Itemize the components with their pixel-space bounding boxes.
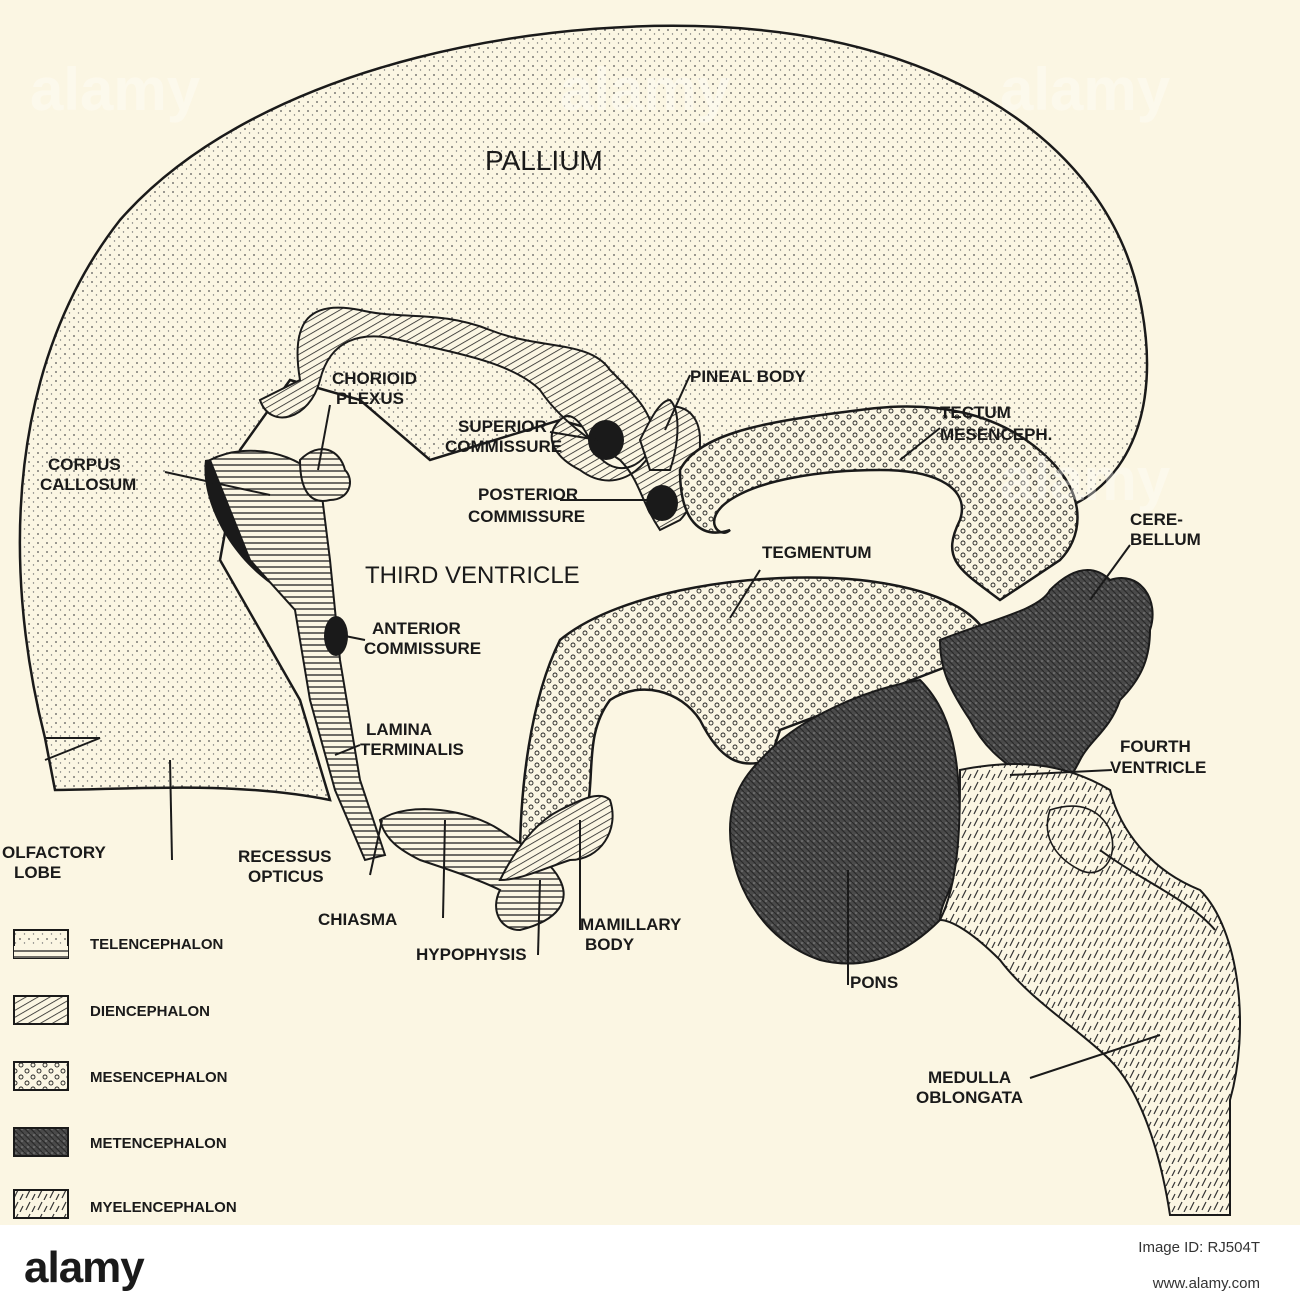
label-posterior-commissure-2: COMMISSURE	[468, 507, 585, 526]
footer-bar: alamy Image ID: RJ504T www.alamy.com	[0, 1225, 1300, 1311]
label-fourth-ventricle-1: FOURTH	[1120, 737, 1191, 756]
label-pallium: PALLIUM	[485, 145, 603, 176]
label-olfactory-lobe-2: LOBE	[14, 863, 61, 882]
label-pons: PONS	[850, 973, 898, 992]
label-recessus-opticus-2: OPTICUS	[248, 867, 324, 886]
label-hypophysis: HYPOPHYSIS	[416, 945, 527, 964]
label-fourth-ventricle-2: VENTRICLE	[1110, 758, 1206, 777]
label-mamillary-body-2: BODY	[585, 935, 635, 954]
legend-item-diencephalon: DIENCEPHALON	[14, 996, 210, 1024]
legend-label-metencephalon: METENCEPHALON	[90, 1135, 227, 1152]
label-medulla-1: MEDULLA	[928, 1068, 1011, 1087]
label-chiasma: CHIASMA	[318, 910, 397, 929]
legend-item-mesencephalon: MESENCEPHALON	[14, 1062, 228, 1090]
label-pineal-body: PINEAL BODY	[690, 367, 807, 386]
label-superior-commissure-1: SUPERIOR	[458, 417, 547, 436]
label-anterior-commissure-1: ANTERIOR	[372, 619, 461, 638]
legend-label-telencephalon: TELENCEPHALON	[90, 936, 223, 953]
label-posterior-commissure-1: POSTERIOR	[478, 485, 578, 504]
label-tectum-2: MESENCEPH.	[940, 425, 1052, 444]
site-url-text: www.alamy.com	[1153, 1275, 1260, 1292]
label-superior-commissure-2: COMMISSURE	[445, 437, 562, 456]
label-olfactory-lobe-1: OLFACTORY	[2, 843, 107, 862]
label-corpus-callosum-2: CALLOSUM	[40, 475, 136, 494]
legend-label-myelencephalon: MYELENCEPHALON	[90, 1199, 237, 1216]
label-chorioid-plexus-1: CHORIOID	[332, 369, 417, 388]
label-chorioid-plexus-2: PLEXUS	[336, 389, 404, 408]
legend-item-myelencephalon: MYELENCEPHALON	[14, 1190, 237, 1218]
watermark-3: alamy	[1000, 56, 1171, 123]
label-lamina-terminalis-2: TERMINALIS	[360, 740, 464, 759]
brain-sagittal-diagram: PALLIUM CHORIOID PLEXUS PINEAL BODY SUPE…	[0, 0, 1300, 1225]
label-recessus-opticus-1: RECESSUS	[238, 847, 332, 866]
chorioid-plexus-knob	[300, 449, 350, 501]
label-lamina-terminalis-1: LAMINA	[366, 720, 432, 739]
watermark-1: alamy	[30, 56, 201, 123]
label-tectum-1: TECTUM	[940, 403, 1011, 422]
label-mamillary-body-1: MAMILLARY	[580, 915, 682, 934]
anterior-commissure-dot	[324, 616, 348, 656]
legend-label-mesencephalon: MESENCEPHALON	[90, 1069, 228, 1086]
watermark-4: alamy	[1000, 446, 1171, 513]
legend-item-metencephalon: METENCEPHALON	[14, 1128, 227, 1156]
image-id-text: Image ID: RJ504T	[1138, 1235, 1260, 1261]
label-anterior-commissure-2: COMMISSURE	[364, 639, 481, 658]
posterior-commissure-dot	[646, 485, 678, 521]
label-corpus-callosum-1: CORPUS	[48, 455, 121, 474]
alamy-logo: alamy	[24, 1243, 144, 1293]
label-medulla-2: OBLONGATA	[916, 1088, 1023, 1107]
watermark-2: alamy	[560, 56, 731, 123]
legend-item-telencephalon: TELENCEPHALON	[14, 930, 223, 958]
legend: TELENCEPHALON DIENCEPHALON MESENCEPHALON…	[14, 930, 237, 1218]
label-cerebellum-2: BELLUM	[1130, 530, 1201, 549]
legend-label-diencephalon: DIENCEPHALON	[90, 1003, 210, 1020]
label-third-ventricle: THIRD VENTRICLE	[365, 562, 580, 589]
label-tegmentum: TEGMENTUM	[762, 543, 872, 562]
